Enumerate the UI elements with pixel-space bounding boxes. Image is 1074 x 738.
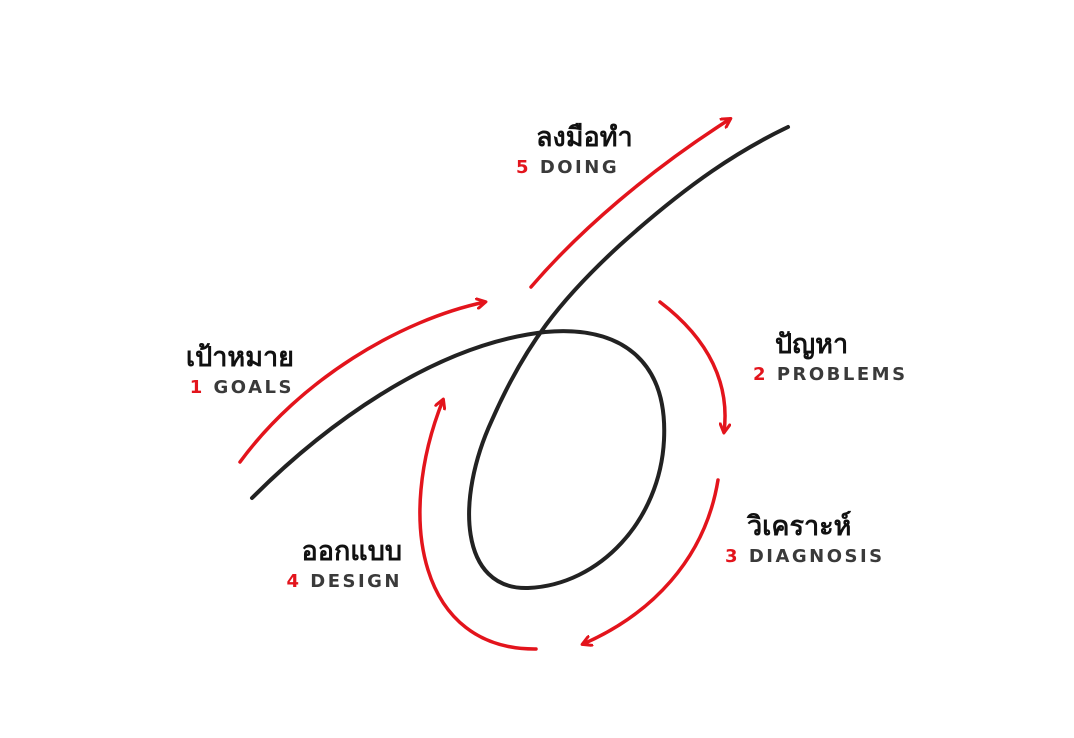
doing-arrow	[529, 119, 730, 289]
step-diagnosis-thai: วิเคราะห์	[747, 511, 852, 542]
step-goals-label: เป้าหมาย 1 GOALS	[186, 344, 294, 397]
step-diagnosis-english: DIAGNOSIS	[748, 546, 885, 567]
step-design-thai: ออกแบบ	[301, 536, 402, 567]
step-goals-number: 1	[189, 377, 205, 398]
step-goals-english-line: 1 GOALS	[186, 379, 294, 397]
step-problems-english: PROBLEMS	[776, 364, 908, 385]
step-problems-thai: ปัญหา	[775, 329, 849, 360]
step-doing-label: ลงมือทำ 5 DOING	[516, 124, 633, 177]
step-doing-english-line: 5 DOING	[516, 159, 633, 177]
step-goals-english: GOALS	[213, 377, 294, 398]
design-arrow	[418, 400, 538, 651]
step-design-number: 4	[286, 571, 302, 592]
step-problems-label: ปัญหา 2 PROBLEMS	[753, 331, 908, 384]
step-problems-number: 2	[753, 364, 769, 385]
step-diagnosis-number: 3	[725, 546, 741, 567]
diagnosis-arrow	[583, 478, 720, 644]
step-diagnosis-label: วิเคราะห์ 3 DIAGNOSIS	[725, 513, 885, 566]
step-diagnosis-english-line: 3 DIAGNOSIS	[725, 548, 885, 566]
step-design-english-line: 4 DESIGN	[286, 573, 402, 591]
step-doing-number: 5	[516, 157, 532, 178]
step-goals-thai: เป้าหมาย	[185, 342, 294, 373]
step-design-label: ออกแบบ 4 DESIGN	[286, 538, 402, 591]
central-loop-path	[250, 125, 790, 591]
step-problems-english-line: 2 PROBLEMS	[753, 366, 908, 384]
goals-arrow	[238, 302, 485, 464]
step-doing-thai: ลงมือทำ	[536, 122, 633, 153]
step-doing-english: DOING	[539, 157, 620, 178]
problems-arrow	[658, 300, 725, 432]
step-design-english: DESIGN	[310, 571, 402, 592]
